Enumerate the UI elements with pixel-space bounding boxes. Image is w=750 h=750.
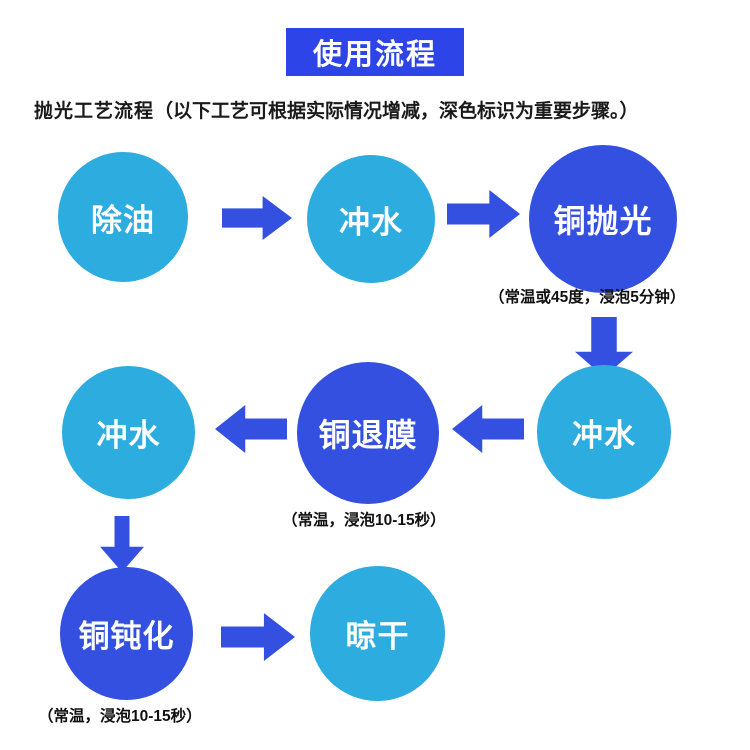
node-cu-passive[interactable]: 铜钝化 bbox=[60, 567, 193, 700]
caption-text: （常温或45度，浸泡5分钟） bbox=[489, 289, 686, 306]
subtitle-note: （以下工艺可根据实际情况增减，深色标识为重要步骤。） bbox=[154, 101, 639, 122]
node-cu-polish[interactable]: 铜抛光 bbox=[529, 145, 677, 293]
caption-cu-passive: （常温，浸泡10-15秒） bbox=[38, 704, 202, 726]
arrow-degrease-to-rinse1 bbox=[222, 196, 292, 240]
page-title: 使用流程 bbox=[312, 39, 437, 71]
node-cu-strip[interactable]: 铜退膜 bbox=[297, 362, 439, 504]
node-rinse2[interactable]: 冲水 bbox=[62, 366, 195, 499]
subtitle: 抛光工艺流程（以下工艺可根据实际情况增减，深色标识为重要步骤。） bbox=[34, 96, 724, 123]
arrow-rinse2-to-cu-passive bbox=[100, 516, 144, 572]
node-label: 铜钝化 bbox=[78, 619, 175, 654]
node-label: 冲水 bbox=[572, 417, 636, 453]
arrow-rinse3-to-cu-strip bbox=[452, 405, 524, 453]
arrow-rinse1-to-cu-polish bbox=[447, 190, 520, 238]
caption-cu-polish: （常温或45度，浸泡5分钟） bbox=[489, 285, 685, 307]
caption-text: （常温，浸泡10-15秒） bbox=[282, 512, 446, 529]
node-label: 晾干 bbox=[345, 619, 410, 654]
page-title-badge: 使用流程 bbox=[286, 28, 464, 76]
caption-cu-strip: （常温，浸泡10-15秒） bbox=[282, 508, 446, 530]
node-label: 冲水 bbox=[339, 204, 403, 240]
node-label: 铜抛光 bbox=[553, 203, 653, 239]
node-degrease[interactable]: 除油 bbox=[58, 152, 188, 282]
node-label: 铜退膜 bbox=[318, 417, 418, 453]
node-label: 冲水 bbox=[96, 418, 161, 453]
arrow-cu-passive-to-dry bbox=[221, 613, 295, 661]
node-rinse1[interactable]: 冲水 bbox=[307, 155, 435, 283]
node-dry[interactable]: 晾干 bbox=[310, 566, 445, 701]
caption-text: （常温，浸泡10-15秒） bbox=[38, 708, 202, 725]
node-rinse3[interactable]: 冲水 bbox=[537, 365, 671, 499]
subtitle-lead: 抛光工艺流程 bbox=[34, 101, 155, 122]
node-label: 除油 bbox=[91, 202, 155, 238]
arrow-cu-strip-to-rinse2 bbox=[215, 405, 287, 453]
